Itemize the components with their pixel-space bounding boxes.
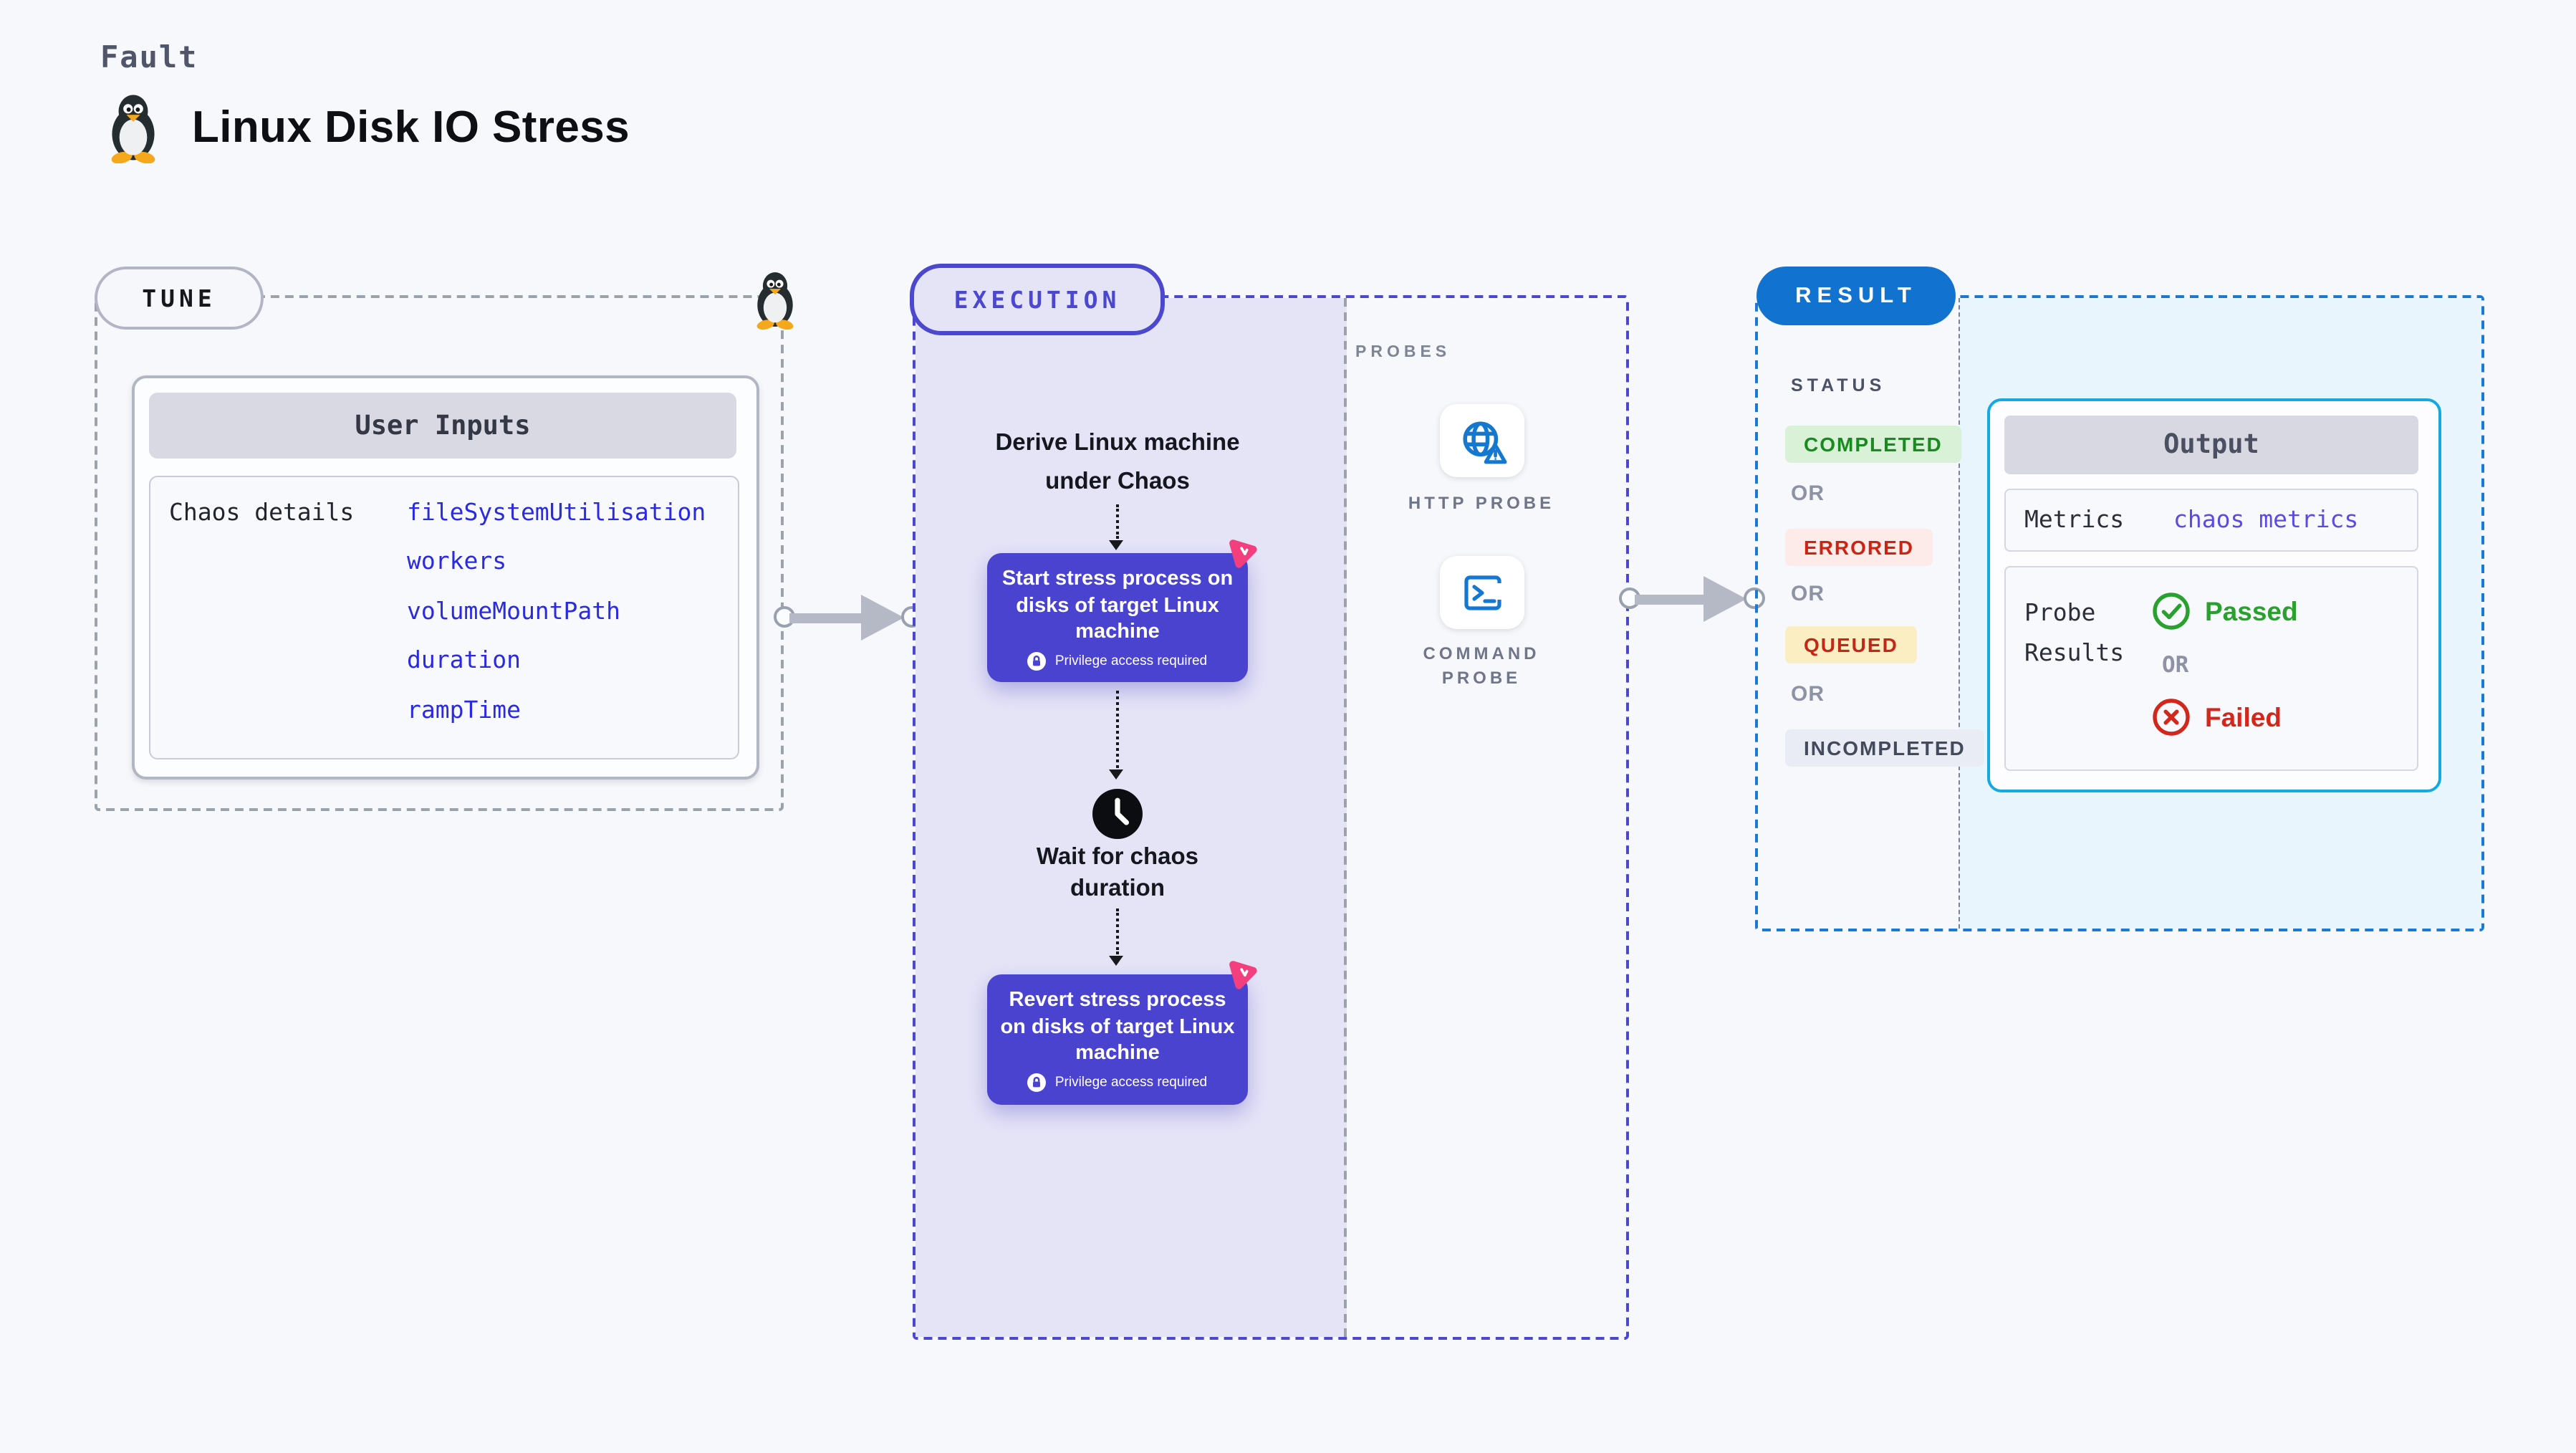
probe-results-row: [2004, 566, 2418, 771]
flow-arrowhead-icon: [1109, 956, 1123, 966]
arrow-head: [861, 595, 904, 641]
http-probe-label: HTTP PROBE: [1408, 493, 1555, 513]
failed-label: Failed: [2205, 701, 2282, 732]
metrics-value-link: chaos metrics: [2173, 506, 2359, 533]
start-stress-node: Start stress process on disks of target …: [987, 553, 1248, 682]
metrics-label: Metrics: [2024, 506, 2125, 533]
flow-arrowhead-icon: [1109, 540, 1123, 550]
or-separator: OR: [1791, 481, 1825, 506]
probe-failed-row: Failed: [2152, 698, 2282, 737]
flow-connector: [1116, 504, 1119, 539]
terminal-icon: [1458, 569, 1506, 616]
chaos-input-param: duration: [407, 646, 521, 674]
arrow-shaft: [789, 613, 870, 623]
probes-heading: PROBES: [1355, 344, 1451, 361]
linux-tux-icon: [110, 95, 157, 163]
tune-pill: TUNE: [95, 267, 264, 330]
revert-stress-text: Revert stress process on disks of target…: [1000, 989, 1235, 1065]
globe-alert-icon: [1456, 416, 1508, 465]
arrow-end-port: [1744, 588, 1765, 609]
metrics-row: [2004, 489, 2418, 552]
linux-tux-icon: [756, 272, 794, 330]
tune-section-box: [95, 295, 784, 811]
status-heading: STATUS: [1791, 375, 1886, 395]
privilege-note: Privilege access required: [1054, 1074, 1208, 1090]
chaos-details-label: Chaos details: [169, 499, 355, 526]
wait-clock-icon: [1092, 788, 1143, 840]
flow-connector: [1116, 691, 1119, 768]
check-circle-icon: [2152, 592, 2191, 630]
execution-pill: EXECUTION: [910, 264, 1165, 335]
revert-stress-node: Revert stress process on disks of target…: [987, 974, 1248, 1105]
user-inputs-title: User Inputs: [149, 393, 736, 459]
probe-results-label: Probe Results: [2024, 599, 2125, 666]
or-separator: OR: [2162, 652, 2189, 678]
chaos-input-param: fileSystemUtilisation: [407, 499, 706, 526]
litmus-logo-icon: [1226, 537, 1258, 569]
chaos-details-table: [149, 476, 739, 759]
lock-icon: [1027, 651, 1047, 670]
arrow-head: [1703, 576, 1746, 622]
arrow-shaft: [1635, 594, 1712, 604]
x-circle-icon: [2152, 698, 2191, 737]
status-badge-errored: ERRORED: [1785, 529, 1933, 566]
status-badge-completed: COMPLETED: [1785, 426, 1961, 463]
http-probe-card: [1440, 404, 1524, 477]
command-probe-label: COMMAND PROBE: [1423, 643, 1540, 687]
chaos-input-param: workers: [407, 547, 507, 575]
status-badge-queued: QUEUED: [1785, 626, 1917, 663]
privilege-row: Privilege access required: [999, 1073, 1236, 1091]
wait-step-text: Wait for chaos duration: [1036, 844, 1199, 901]
lock-icon: [1027, 1073, 1047, 1091]
privilege-row: Privilege access required: [999, 651, 1236, 670]
output-title: Output: [2004, 416, 2418, 474]
chaos-input-param: volumeMountPath: [407, 597, 621, 625]
page-title: Linux Disk IO Stress: [192, 102, 630, 152]
passed-label: Passed: [2205, 595, 2298, 625]
command-probe-card: [1440, 556, 1524, 629]
or-separator: OR: [1791, 582, 1825, 606]
result-pill: RESULT: [1756, 267, 1956, 325]
probe-passed-row: Passed: [2152, 592, 2298, 630]
start-stress-text: Start stress process on disks of target …: [1001, 567, 1234, 643]
fault-kind-label: Fault: [100, 40, 198, 75]
or-separator: OR: [1791, 682, 1825, 706]
privilege-note: Privilege access required: [1054, 653, 1208, 668]
fault-title-row: Linux Disk IO Stress: [100, 92, 630, 163]
chaos-input-list: fileSystemUtilisation workers volumeMoun…: [407, 499, 706, 745]
chaos-input-param: rampTime: [407, 696, 521, 724]
litmus-logo-icon: [1226, 959, 1258, 990]
flow-arrowhead-icon: [1109, 769, 1123, 780]
status-badge-incompleted: INCOMPLETED: [1785, 729, 1984, 767]
derive-step-text: Derive Linux machine under Chaos: [995, 430, 1240, 494]
flow-connector: [1116, 908, 1119, 954]
